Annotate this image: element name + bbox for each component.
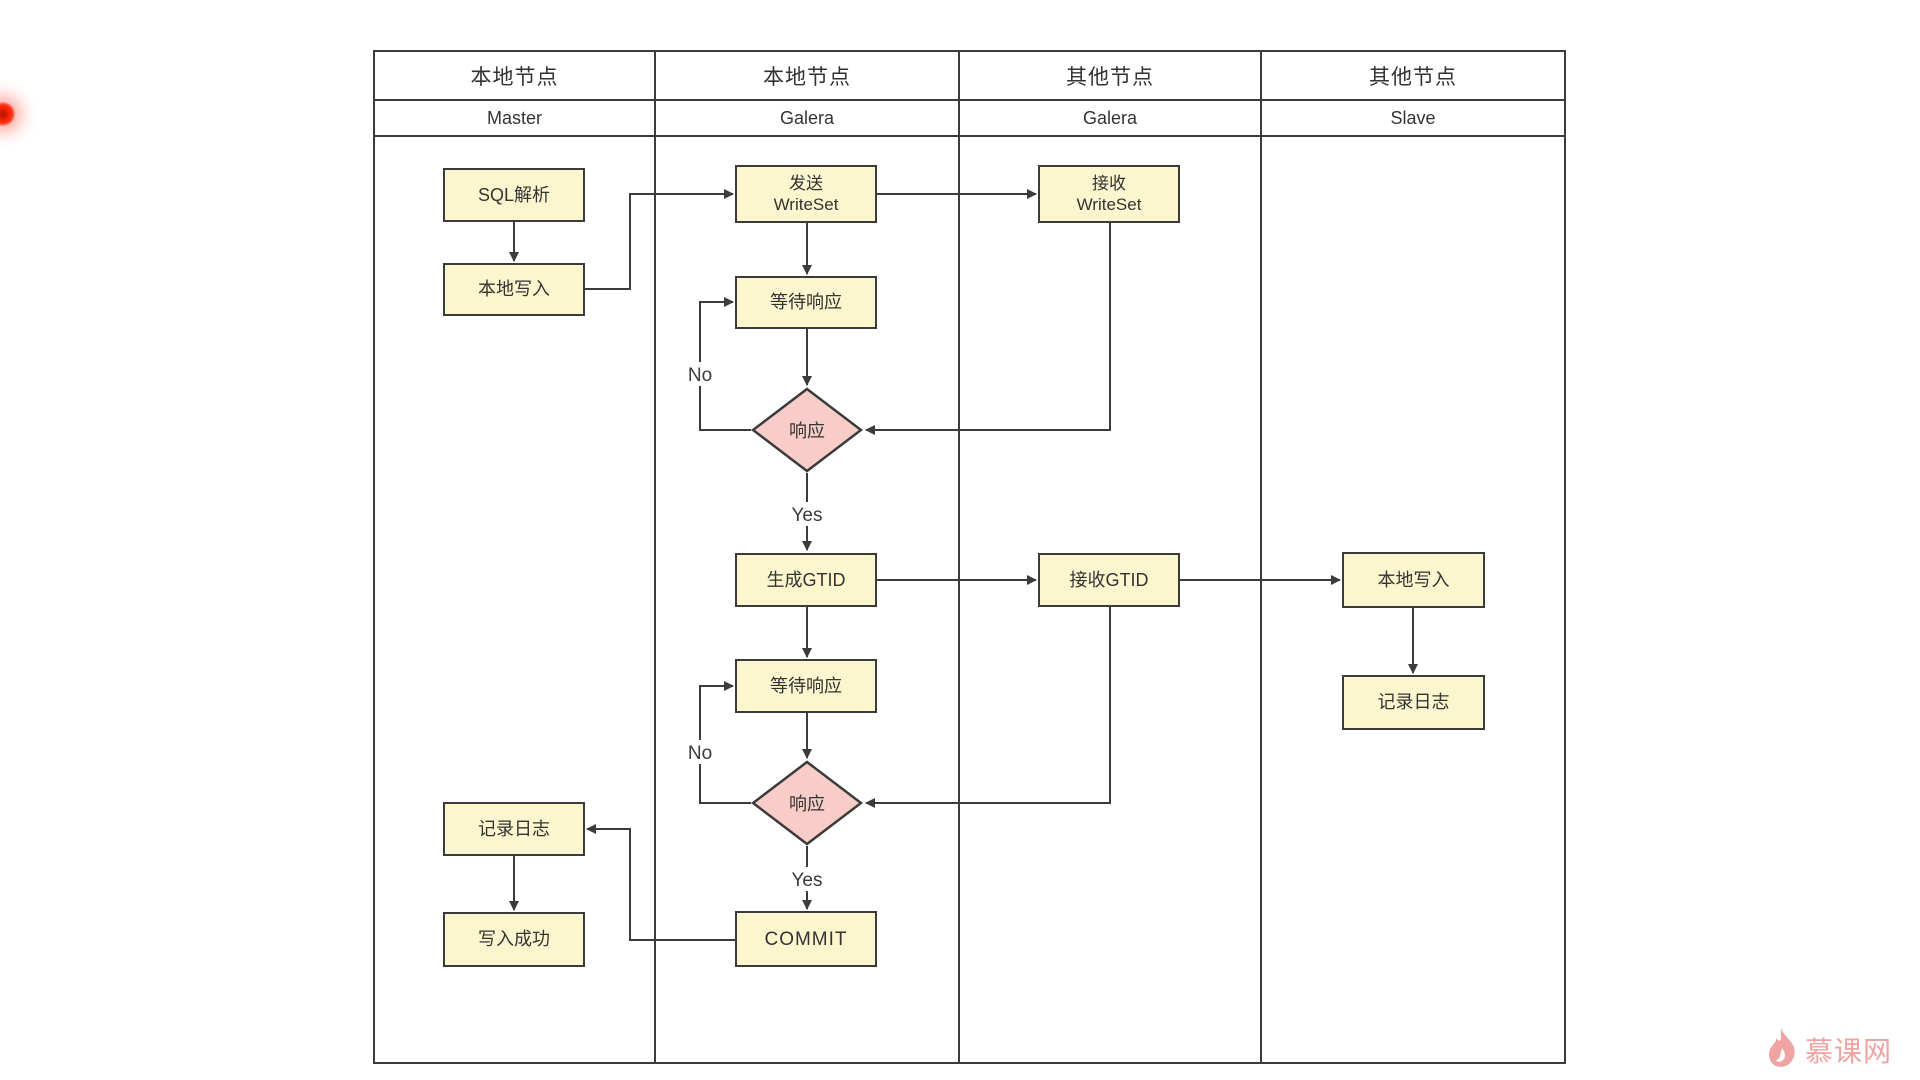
- node-recv-writeset: 接收 WriteSet: [1038, 165, 1180, 223]
- edge-labels: No Yes No Yes: [688, 365, 823, 891]
- node-response-decision-2: 响应: [751, 760, 863, 846]
- lane-header-title-galera-local: 本地节点: [763, 65, 851, 89]
- node-sql-parse: SQL解析: [443, 168, 585, 222]
- edge-label-backgrounds: [683, 362, 826, 891]
- lane-header-title-galera-other: 其他节点: [1066, 65, 1154, 89]
- node-wait-response-1: 等待响应: [735, 276, 877, 329]
- watermark-brand-text: 慕课网: [1805, 1036, 1893, 1067]
- lane-header-subtitle-galera-local: Galera: [779, 107, 835, 128]
- node-response-2-label: 响应: [789, 794, 825, 814]
- node-send-writeset-line2: WriteSet: [773, 195, 839, 214]
- edge-label-yes-2: Yes: [792, 870, 823, 891]
- edge-label-no-1: No: [688, 365, 712, 386]
- node-write-success: 写入成功: [443, 912, 585, 967]
- laser-pointer-dot: [0, 102, 15, 126]
- node-recv-writeset-line2: WriteSet: [1076, 195, 1142, 214]
- node-recv-writeset-line1: 接收: [1092, 174, 1126, 193]
- node-send-writeset: 发送 WriteSet: [735, 165, 877, 223]
- lane-header-subtitle-slave: Slave: [1390, 107, 1436, 128]
- node-local-write-master: 本地写入: [443, 263, 585, 316]
- node-send-writeset-line1: 发送: [789, 174, 823, 193]
- lane-header-subtitle-master: Master: [486, 107, 542, 128]
- flame-icon: [1769, 1028, 1795, 1067]
- node-response-decision-1: 响应: [751, 387, 863, 473]
- edge-recvgtid-response2: [865, 606, 1111, 808]
- edge-label-yes-1: Yes: [792, 505, 823, 526]
- edge-label-no-2: No: [688, 743, 712, 764]
- edges: [509, 189, 1418, 941]
- node-gen-gtid: 生成GTID: [735, 553, 877, 607]
- edge-recvwriteset-response1: [865, 223, 1111, 435]
- edge-commit-logmaster: [586, 824, 735, 941]
- swimlane-grid: [373, 50, 1566, 1064]
- watermark: 慕课网: [1768, 1028, 1892, 1072]
- node-response-1-label: 响应: [789, 421, 825, 441]
- table-outer-border: [373, 50, 1566, 1064]
- diamond-shape-1: [751, 387, 863, 473]
- node-log-master: 记录日志: [443, 802, 585, 856]
- lane-header-title-slave: 其他节点: [1369, 65, 1457, 89]
- diamond-shape-2: [751, 760, 863, 846]
- lane-header-title-master: 本地节点: [470, 65, 559, 89]
- edge-localwrite-sendwriteset: [585, 189, 734, 290]
- lane-header-subtitle-galera-other: Galera: [1082, 107, 1138, 128]
- node-wait-response-2: 等待响应: [735, 659, 877, 713]
- node-local-write-slave: 本地写入: [1342, 552, 1485, 608]
- node-recv-gtid: 接收GTID: [1038, 553, 1180, 607]
- node-commit: COMMIT: [735, 911, 877, 967]
- node-log-slave: 记录日志: [1342, 675, 1485, 730]
